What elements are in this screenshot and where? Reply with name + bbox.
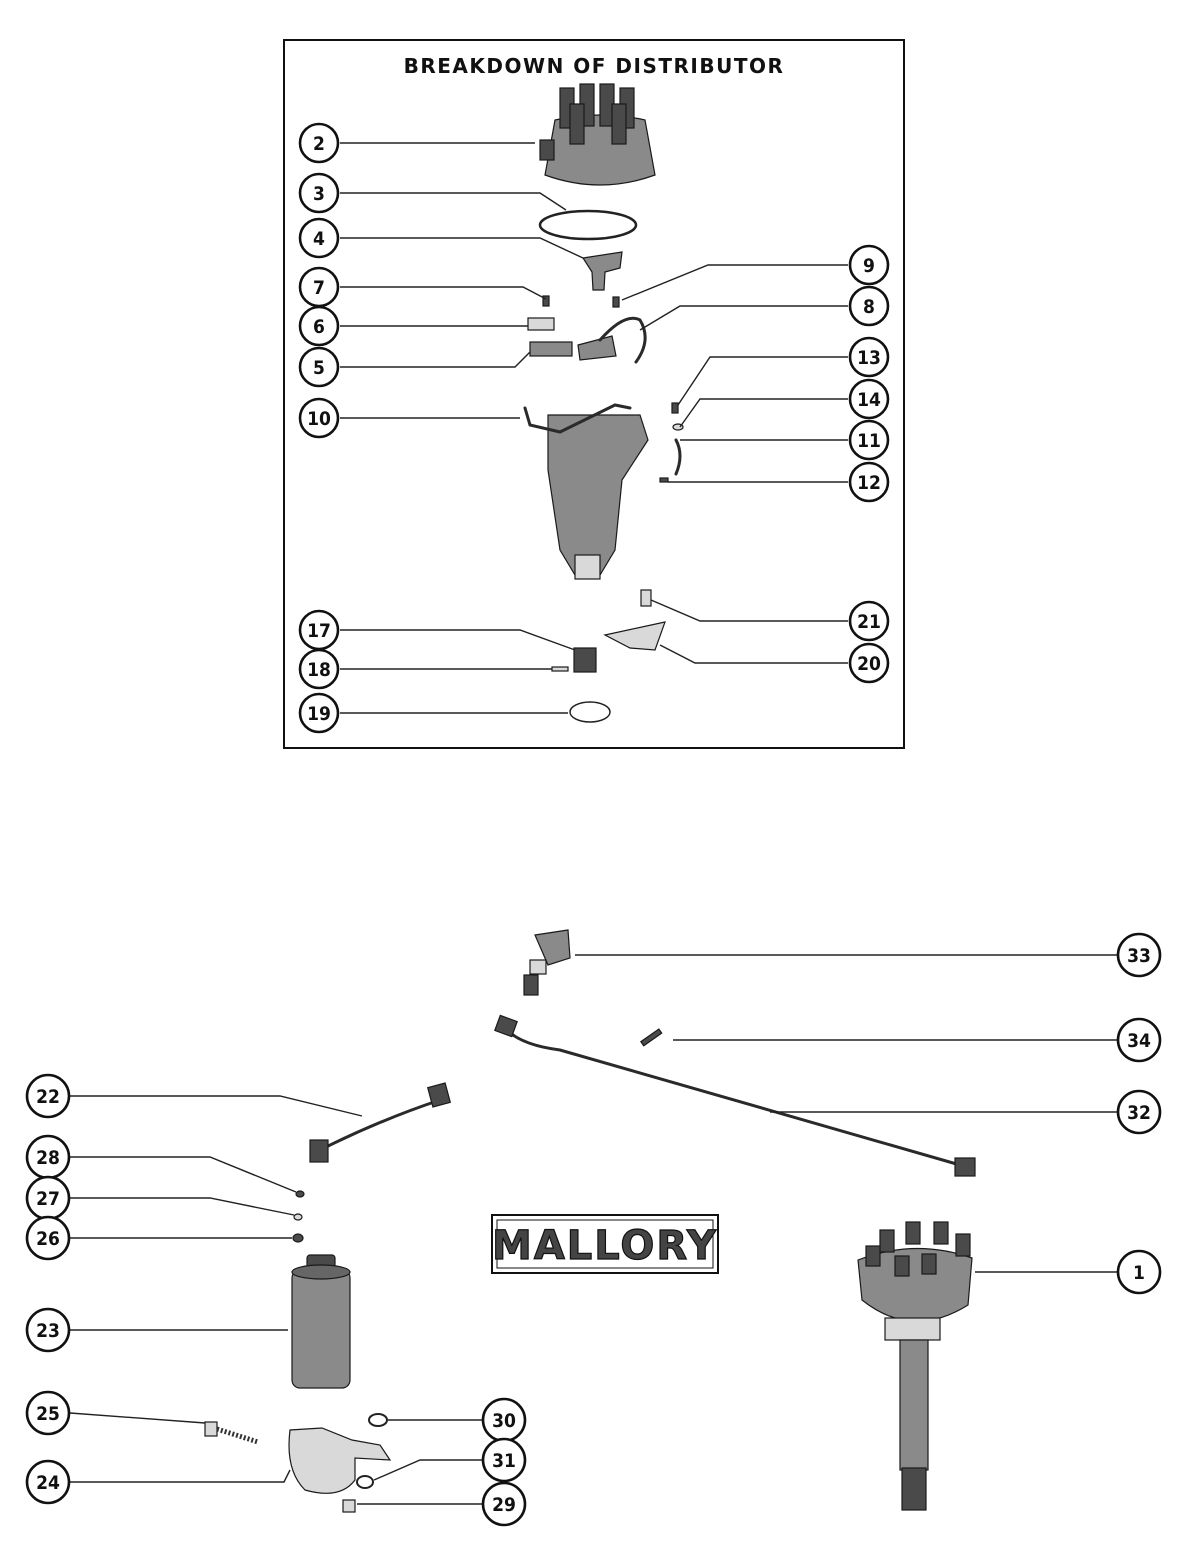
svg-text:10: 10 (307, 408, 331, 430)
callout-21: 21 (848, 600, 890, 642)
callout-14: 14 (848, 378, 890, 420)
spring-parts-illustration (659, 402, 684, 483)
svg-text:8: 8 (863, 296, 875, 318)
callout-31: 31 (481, 1437, 527, 1483)
svg-text:13: 13 (857, 347, 881, 369)
main-callouts: 33 34 32 22 28 27 26 23 25 24 30 31 29 1 (25, 932, 1162, 1527)
points-illustration (529, 316, 647, 364)
rotor-illustration (581, 251, 623, 291)
svg-text:5: 5 (313, 357, 325, 379)
callout-6: 6 (298, 305, 340, 347)
svg-text:26: 26 (36, 1228, 60, 1250)
svg-text:18: 18 (307, 659, 331, 681)
callout-17: 17 (298, 609, 340, 651)
svg-text:27: 27 (36, 1188, 60, 1210)
brand-label-box: MALLORY (491, 1214, 719, 1274)
bracket-hardware-illustration (342, 1413, 388, 1513)
callout-33: 33 (1116, 932, 1162, 978)
callout-5: 5 (298, 346, 340, 388)
nut-washer-illustration (292, 1190, 305, 1243)
callout-4: 4 (298, 217, 340, 259)
callout-2: 2 (298, 122, 340, 164)
svg-text:31: 31 (492, 1450, 516, 1472)
svg-text:1: 1 (1133, 1262, 1145, 1284)
long-wire-illustration (494, 1014, 976, 1177)
distributor-assembly-illustration (857, 1221, 973, 1511)
svg-text:7: 7 (313, 277, 325, 299)
callout-26: 26 (25, 1215, 71, 1261)
brand-label: MALLORY (492, 1223, 718, 1269)
cap-gasket-illustration (538, 209, 638, 241)
condenser-clip-illustration (527, 317, 555, 331)
callout-27: 27 (25, 1175, 71, 1221)
wire-boot-illustration (523, 929, 571, 996)
washer-illustration (569, 701, 611, 723)
svg-text:20: 20 (857, 653, 881, 675)
callout-1: 1 (1116, 1249, 1162, 1295)
svg-text:2: 2 (313, 133, 325, 155)
screw-small-illustration (542, 295, 620, 308)
svg-text:33: 33 (1127, 945, 1151, 967)
svg-text:17: 17 (307, 620, 331, 642)
callout-13: 13 (848, 336, 890, 378)
inset-callouts: 2 3 4 7 6 5 10 9 8 13 14 11 12 21 20 17 … (298, 122, 890, 734)
svg-text:32: 32 (1127, 1102, 1151, 1124)
svg-text:25: 25 (36, 1403, 60, 1425)
bolt-illustration (640, 589, 652, 607)
callout-34: 34 (1116, 1017, 1162, 1063)
svg-text:3: 3 (313, 183, 325, 205)
callout-9: 9 (848, 244, 890, 286)
svg-text:19: 19 (307, 703, 331, 725)
callout-28: 28 (25, 1134, 71, 1180)
inset-title: BREAKDOWN OF DISTRIBUTOR (404, 54, 785, 78)
callout-10: 10 (298, 397, 340, 439)
svg-text:30: 30 (492, 1410, 516, 1432)
callout-23: 23 (25, 1307, 71, 1353)
callout-30: 30 (481, 1397, 527, 1443)
svg-text:22: 22 (36, 1086, 60, 1108)
callout-3: 3 (298, 172, 340, 214)
callout-25: 25 (25, 1390, 71, 1436)
distributor-housing-illustration (523, 403, 649, 580)
coil-bracket-illustration (288, 1427, 392, 1494)
svg-text:9: 9 (863, 255, 875, 277)
spring-illustration (640, 1028, 663, 1047)
ignition-coil-illustration (291, 1254, 351, 1389)
svg-text:11: 11 (857, 430, 881, 452)
plate-illustration (603, 621, 666, 651)
svg-text:12: 12 (857, 472, 881, 494)
short-wire-illustration (309, 1082, 452, 1163)
svg-text:28: 28 (36, 1147, 60, 1169)
callout-24: 24 (25, 1459, 71, 1505)
inset-leaders (340, 142, 848, 714)
inset-frame (283, 39, 905, 749)
callout-29: 29 (481, 1481, 527, 1527)
callout-22: 22 (25, 1073, 71, 1119)
svg-text:21: 21 (857, 611, 881, 633)
callout-7: 7 (298, 266, 340, 308)
callout-8: 8 (848, 285, 890, 327)
callout-18: 18 (298, 648, 340, 690)
main-leaders (69, 954, 1118, 1505)
callout-11: 11 (848, 419, 890, 461)
callout-32: 32 (1116, 1089, 1162, 1135)
svg-text:14: 14 (857, 389, 881, 411)
callout-12: 12 (848, 461, 890, 503)
drive-gear-illustration (551, 647, 597, 673)
callout-20: 20 (848, 642, 890, 684)
svg-text:34: 34 (1127, 1030, 1151, 1052)
callout-19: 19 (298, 692, 340, 734)
coil-bolt-illustration (204, 1421, 259, 1445)
svg-text:6: 6 (313, 316, 325, 338)
svg-text:29: 29 (492, 1494, 516, 1516)
distributor-cap-illustration (539, 83, 656, 186)
svg-text:4: 4 (313, 228, 325, 250)
svg-text:23: 23 (36, 1320, 60, 1342)
svg-text:24: 24 (36, 1472, 60, 1494)
